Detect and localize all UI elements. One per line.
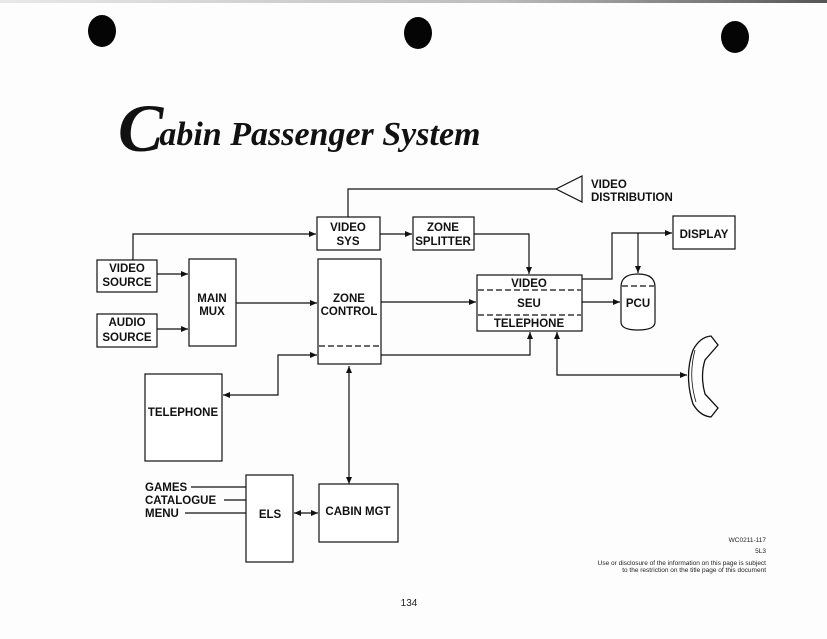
binder-hole-center <box>404 17 432 49</box>
audio-source-label-1: AUDIO <box>108 317 145 329</box>
connection-lines <box>132 175 687 516</box>
zone-control-label-2: CONTROL <box>321 306 378 318</box>
els-input-catalogue: CATALOGUE <box>145 495 216 507</box>
zone-control-label-1: ZONE <box>333 293 365 305</box>
line-seutelephone-handset <box>554 332 687 378</box>
video-distribution-label-2: DISTRIBUTION <box>591 192 673 204</box>
video-source-label-2: SOURCE <box>102 277 152 289</box>
page-number: 134 <box>401 598 418 609</box>
audio-source-label-2: SOURCE <box>102 332 152 344</box>
disclosure-notice-2: to the restriction on the title page of … <box>622 567 766 574</box>
scan-edge-shadow <box>0 0 827 3</box>
doc-revision: 5L3 <box>755 548 766 555</box>
zone-splitter-label-2: SPLITTER <box>415 236 471 248</box>
pcu-label: PCU <box>626 298 650 310</box>
page-title: Cabin Passenger System <box>118 94 481 162</box>
block-zone-splitter: ZONE SPLITTER <box>412 216 475 251</box>
seu-video-label: VIDEO <box>511 278 547 290</box>
line-zonesplitter-seu <box>474 233 532 274</box>
els-label: ELS <box>259 509 282 521</box>
block-pcu: PCU <box>620 273 656 331</box>
line-videosys-distribution <box>347 188 556 217</box>
block-cabin-mgt: CABIN MGT <box>318 483 399 543</box>
seu-telephone-label: TELEPHONE <box>494 318 565 330</box>
block-els: ELS <box>245 474 294 563</box>
block-main-mux: MAIN MUX <box>188 258 237 347</box>
video-distribution-triangle <box>554 175 583 203</box>
block-telephone: TELEPHONE <box>144 373 223 462</box>
block-seu: VIDEO SEU TELEPHONE <box>476 274 583 332</box>
seu-label: SEU <box>517 298 541 310</box>
title-rest: abin Passenger System <box>159 116 481 153</box>
binder-hole-left <box>88 15 116 47</box>
line-seu-display <box>582 230 672 280</box>
video-sys-label-1: VIDEO <box>330 222 366 234</box>
els-input-menu: MENU <box>145 508 179 520</box>
main-mux-label-1: MAIN <box>197 293 226 305</box>
main-mux-label-2: MUX <box>199 306 225 318</box>
block-video-source: VIDEO SOURCE <box>96 259 158 293</box>
video-sys-label-2: SYS <box>336 236 359 248</box>
doc-code: WC0211-117 <box>729 537 767 544</box>
line-videosource-videosys <box>132 231 316 260</box>
disclosure-notice-1: Use or disclosure of the information on … <box>598 560 767 567</box>
line-zonecontrol-seutelephone <box>381 332 533 356</box>
telephone-handset-icon <box>687 335 719 418</box>
line-telephone-zonecontrol <box>223 352 317 398</box>
cabin-mgt-label: CABIN MGT <box>325 506 390 518</box>
video-distribution-label-1: VIDEO <box>591 179 627 191</box>
block-zone-control: ZONE CONTROL <box>317 258 382 365</box>
block-audio-source: AUDIO SOURCE <box>96 313 158 348</box>
display-label: DISPLAY <box>680 229 729 241</box>
els-input-games: GAMES <box>145 482 188 494</box>
video-source-label-1: VIDEO <box>109 263 145 275</box>
block-video-sys: VIDEO SYS <box>316 216 381 251</box>
zone-splitter-label-1: ZONE <box>427 222 459 234</box>
telephone-label: TELEPHONE <box>148 407 219 419</box>
title-initial: C <box>118 90 163 166</box>
block-display: DISPLAY <box>672 215 736 250</box>
binder-hole-right <box>721 21 749 53</box>
